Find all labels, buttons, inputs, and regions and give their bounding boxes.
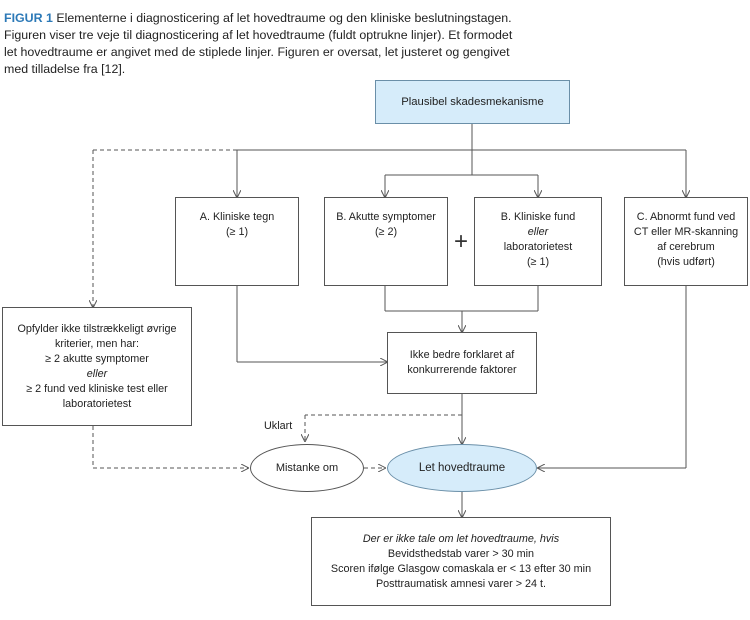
insufficient-line2: kriterier, men har: (54, 338, 139, 350)
plausible-mechanism-box: Plausibel skadesmekanisme (375, 80, 570, 124)
criterion-b-symptoms-title: B. Akutte symptomer (336, 211, 436, 223)
plus-sign: + (454, 228, 469, 255)
criterion-a-title: A. Kliniske tegn (199, 211, 275, 223)
suspicion-label: Mistanke om (275, 462, 339, 474)
confound-line1: Ikke bedre forklaret af (409, 349, 515, 361)
mild-head-trauma-ellipse: Let hovedtraume (387, 444, 537, 492)
confounding-factors-box: Ikke bedre forklaret af konkurrerende fa… (387, 332, 537, 394)
criterion-b-findings-or: eller (527, 226, 549, 238)
insufficient-line6: laboratorietest (62, 398, 132, 410)
exclusion-heading: Der er ikke tale om let hovedtraume, hvi… (362, 532, 560, 545)
criterion-c-line4: (hvis udført) (657, 256, 715, 268)
confound-line2: konkurrerende faktorer (407, 364, 517, 376)
insufficient-line4: eller (86, 368, 108, 380)
exclusion-criteria-box: Der er ikke tale om let hovedtraume, hvi… (311, 517, 611, 606)
criterion-b-symptoms-box: B. Akutte symptomer (≥ 2) (324, 197, 448, 286)
criterion-c-line2: CT eller MR-skanning (633, 226, 739, 238)
criterion-b-findings-threshold: (≥ 1) (526, 256, 550, 268)
figure-caption: FIGUR 1 Elementerne i diagnosticering af… (4, 10, 524, 78)
insufficient-line3: ≥ 2 akutte symptomer (45, 353, 149, 365)
mechanism-label: Plausibel skadesmekanisme (401, 95, 544, 108)
unclear-label: Uklart (264, 420, 293, 432)
criterion-b-findings-title: B. Kliniske fund (500, 211, 576, 223)
exclusion-line1: Bevidsthedstab varer > 30 min (387, 547, 535, 560)
criterion-c-box: C. Abnormt fund ved CT eller MR-skanning… (624, 197, 748, 286)
criterion-a-threshold: (≥ 1) (225, 226, 249, 238)
caption-text: Elementerne i diagnosticering af let hov… (4, 11, 513, 76)
suspicion-ellipse: Mistanke om (250, 444, 364, 492)
criterion-b-findings-box: B. Kliniske fund eller laboratorietest (… (474, 197, 602, 286)
criterion-c-line3: af cerebrum (657, 241, 715, 253)
criterion-c-line1: C. Abnormt fund ved (636, 211, 736, 223)
insufficient-line1: Opfylder ikke tilstrækkeligt øvrige (17, 323, 177, 335)
insufficient-line5: ≥ 2 fund ved kliniske test eller (26, 383, 168, 395)
criterion-b-symptoms-threshold: (≥ 2) (374, 226, 398, 238)
diagnosis-label: Let hovedtraume (418, 462, 506, 474)
figure-label: FIGUR 1 (4, 11, 53, 25)
insufficient-criteria-box: Opfylder ikke tilstrækkeligt øvrige krit… (2, 307, 192, 426)
exclusion-line3: Posttraumatisk amnesi varer > 24 t. (375, 577, 547, 590)
criterion-b-findings-lab: laboratorietest (503, 241, 573, 253)
exclusion-line2: Scoren ifølge Glasgow comaskala er < 13 … (330, 562, 592, 575)
criterion-a-box: A. Kliniske tegn (≥ 1) (175, 197, 299, 286)
